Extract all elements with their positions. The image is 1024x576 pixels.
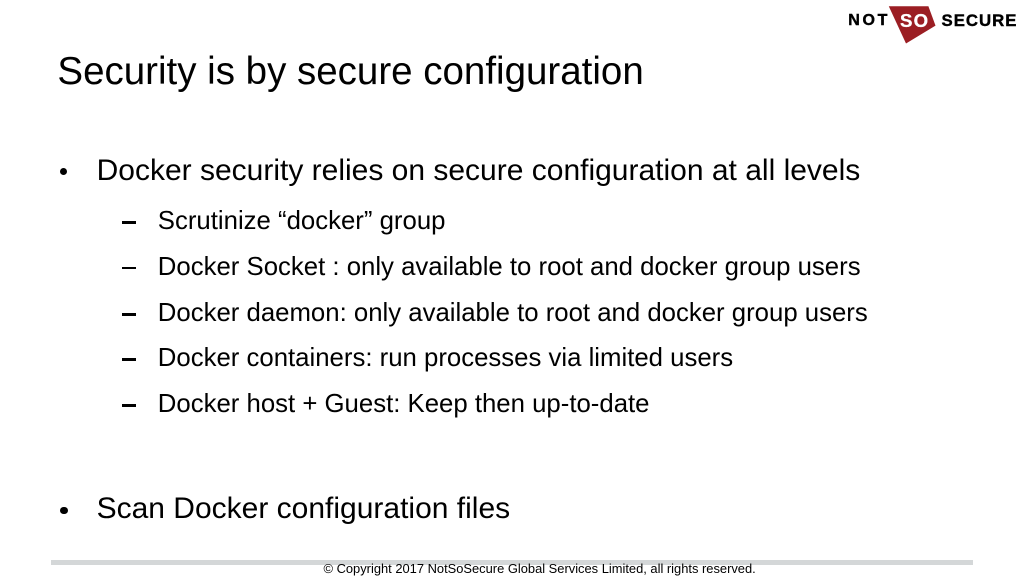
svg-text:NOT: NOT	[848, 12, 890, 29]
svg-text:SO: SO	[900, 10, 929, 31]
svg-text:SECURE: SECURE	[942, 11, 1018, 30]
